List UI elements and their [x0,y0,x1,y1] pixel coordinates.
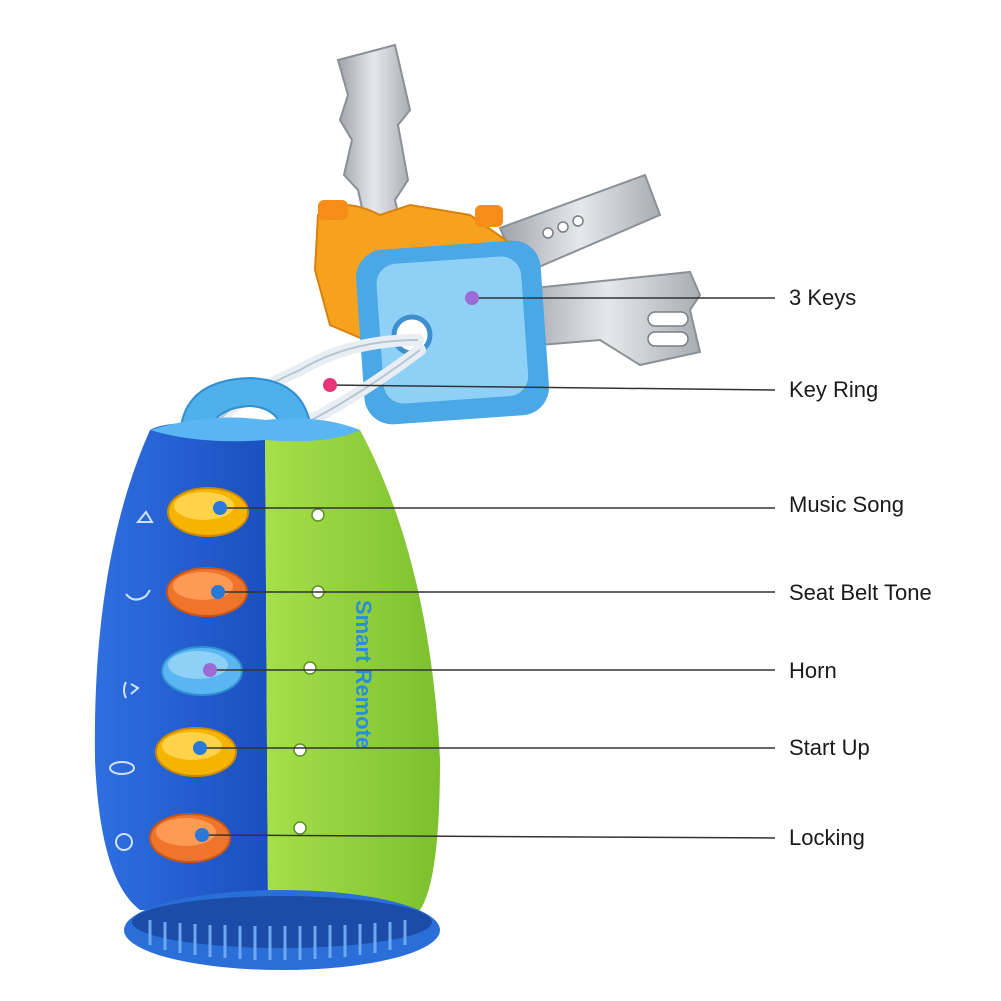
button-horn [161,646,243,696]
remote-body-green [265,422,440,910]
callout-label-key-ring: Key Ring [789,377,879,402]
button-music-song [167,487,249,537]
blue-key-cap [356,240,550,425]
callout-label-horn: Horn [789,658,837,683]
callout-dot-3-keys [465,291,479,305]
speaker-grille [124,890,440,970]
button-symbols [109,510,154,851]
callout-label-seat-belt-tone: Seat Belt Tone [789,580,932,605]
callout-dot-locking [195,828,209,842]
callout-dot-key-ring [323,378,337,392]
callout-dot-horn [203,663,217,677]
callout-label-locking: Locking [789,825,865,850]
callout-dot-music-song [213,501,227,515]
button-locking [149,813,231,863]
callout-label-music-song: Music Song [789,492,904,517]
smart-remote-text: Smart Remote [351,600,376,749]
callout-dot-seat-belt-tone [211,585,225,599]
callout-dot-start-up [193,741,207,755]
callout-label-start-up: Start Up [789,735,870,760]
callout-label-3-keys: 3 Keys [789,285,857,310]
callout-lines [200,297,776,839]
